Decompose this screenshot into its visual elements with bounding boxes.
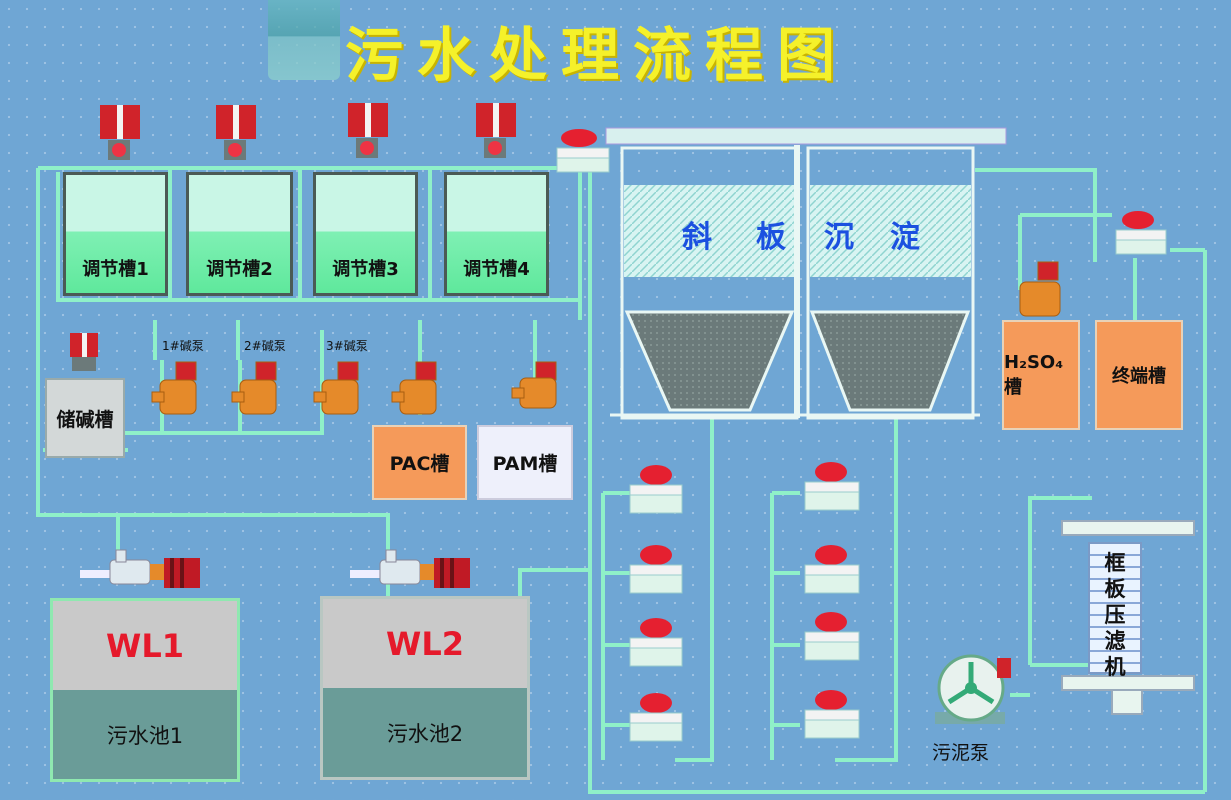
tank-label: 调节槽3 [332,259,399,280]
sewage-pool-1[interactable]: WL1 污水池1 [50,598,240,782]
settling-label-1: 斜 [682,220,714,255]
water-level-label: WL2 [386,624,464,663]
water-level-label: WL1 [106,626,184,665]
alkali-storage-tank[interactable]: 储碱槽 [45,378,125,458]
settling-label-3: 沉 [824,220,856,255]
pam-tank-label: PAM槽 [492,453,558,475]
regulating-tank-1[interactable]: 调节槽1 [63,172,168,296]
filter-press-char: 压 [1104,603,1126,627]
settling-label-2: 板 [756,220,788,255]
pam-tank[interactable]: PAM槽 [477,425,573,500]
filter-press-char: 板 [1104,577,1126,601]
filter-press-char: 机 [1104,655,1126,679]
pool-label: 污水池2 [386,721,464,746]
page-title: 污水处理流程图 [345,21,850,89]
filter-press-char: 滤 [1104,629,1126,653]
tank-label: 调节槽1 [82,259,149,280]
regulating-tank-2[interactable]: 调节槽2 [186,172,293,296]
sludge-pump-label: 污泥泵 [932,742,990,764]
logo-graphic [268,0,340,80]
pac-tank[interactable]: PAC槽 [372,425,467,500]
settling-label-4: 淀 [890,220,922,255]
alkali-pump-1-label: 1#碱泵 [162,339,204,353]
final-tank[interactable]: 终端槽 [1095,320,1183,430]
h2so4-tank-label: H₂SO₄槽 [1004,351,1064,398]
filter-press[interactable]: 框 板 压 滤 机 [1088,542,1142,679]
pac-tank-label: PAC槽 [389,453,450,475]
tank-label: 调节槽4 [463,259,530,280]
sewage-pool-2[interactable]: WL2 污水池2 [320,596,530,780]
h2so4-tank[interactable]: H₂SO₄槽 [1002,320,1080,430]
tank-label: 调节槽2 [206,259,273,280]
regulating-tank-3[interactable]: 调节槽3 [313,172,418,296]
filter-press-char: 框 [1104,551,1126,575]
alkali-tank-label: 储碱槽 [56,408,114,431]
regulating-tank-4[interactable]: 调节槽4 [444,172,549,296]
pool-label: 污水池1 [106,723,184,748]
alkali-pump-2-label: 2#碱泵 [244,339,286,353]
final-tank-label: 终端槽 [1112,366,1166,387]
alkali-pump-3-label: 3#碱泵 [326,339,368,353]
